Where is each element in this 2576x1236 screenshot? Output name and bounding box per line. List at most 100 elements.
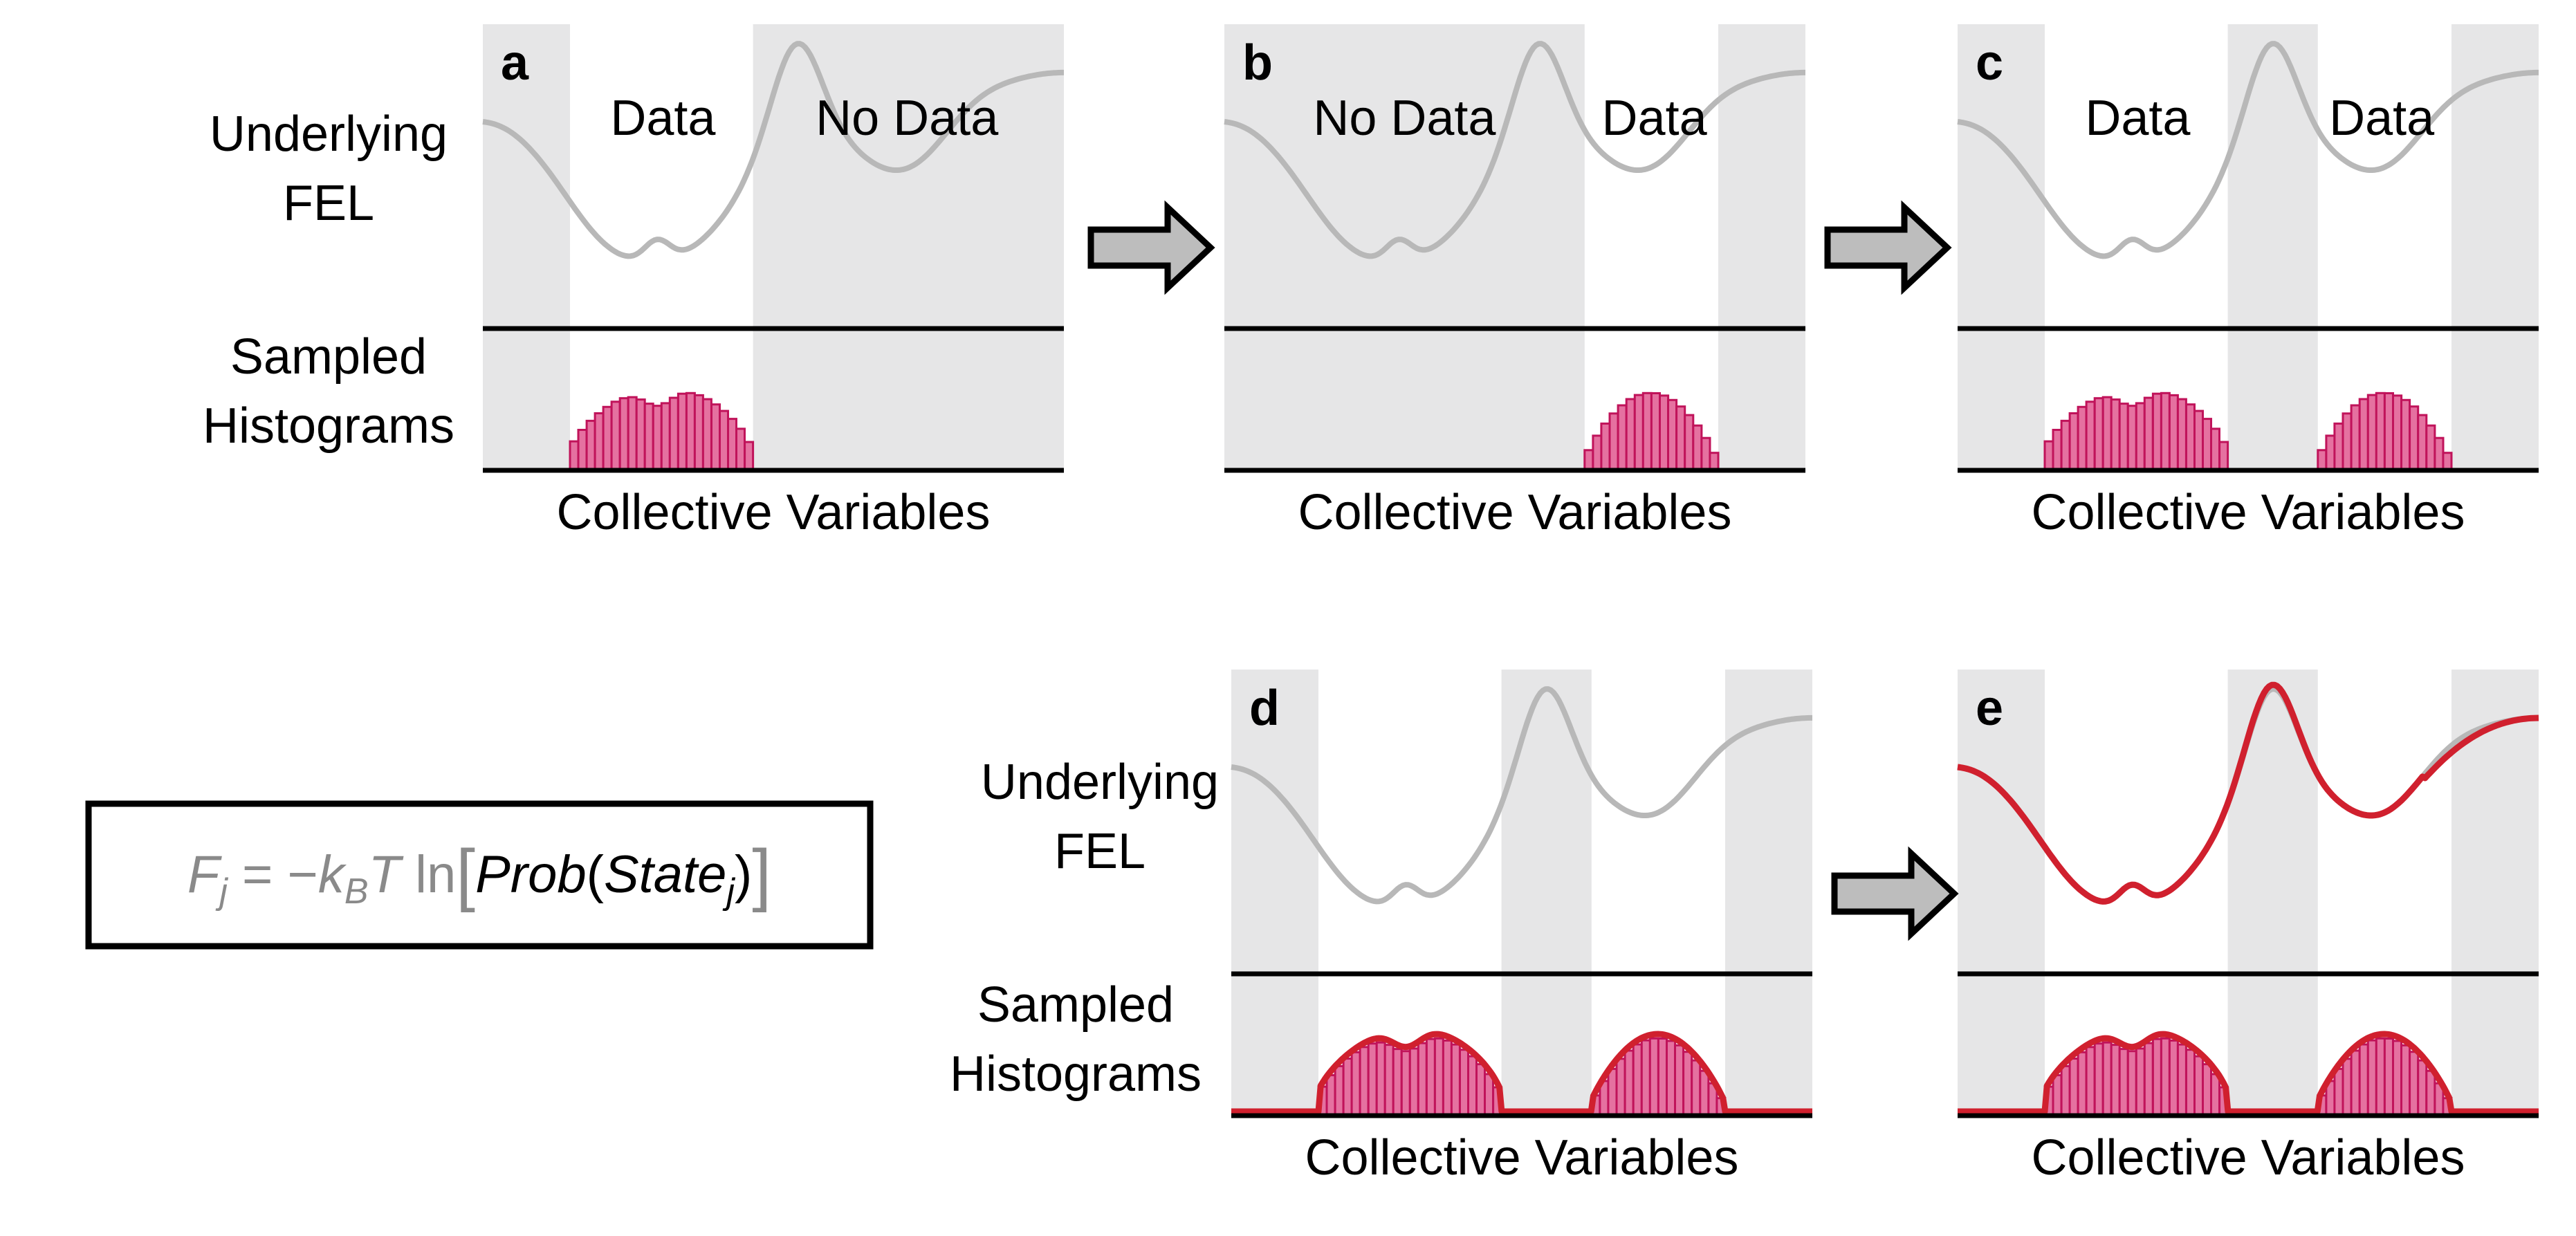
histogram-bar [2400, 398, 2411, 472]
histogram-bar [1475, 1063, 1486, 1117]
histogram-bar [2342, 1058, 2353, 1117]
histogram-bar [1674, 1044, 1685, 1117]
label-sampled-histograms-1: Sampled [230, 329, 427, 385]
x-axis-label: Collective Variables [2032, 485, 2465, 540]
histogram-bar [685, 391, 696, 472]
histogram-bar [2317, 449, 2328, 472]
histogram-bar [1325, 1074, 1336, 1117]
histogram-bar [1648, 1037, 1659, 1117]
histogram-bar [2442, 452, 2453, 472]
equation-text: Fj = −kBT ln[Prob(Statej)] [187, 836, 771, 913]
histogram-bar [2176, 1043, 2187, 1117]
histogram-bar [2375, 1037, 2386, 1117]
no-data-region [1501, 670, 1592, 1116]
histogram-bar [2093, 397, 2104, 472]
no-data-region [1224, 24, 1585, 470]
label-underlying-fel-1: Underlying [210, 107, 448, 162]
region-label: Data [2085, 91, 2191, 146]
histogram-bar [1442, 1039, 1453, 1117]
histogram-bar [1659, 394, 1670, 472]
histogram-bar [2325, 434, 2336, 472]
histogram-bar [735, 427, 746, 472]
histogram-bar [710, 403, 721, 472]
histogram-bar [719, 409, 729, 472]
arrow-a-to-b-icon [1087, 200, 1215, 295]
label-underlying-fel-2: FEL [283, 176, 374, 231]
eq-lparen: ( [587, 845, 604, 904]
histogram-bar [2202, 418, 2212, 472]
eq-rbracket: ] [752, 836, 771, 913]
row-label-bottom: Underlying FEL Sampled Histograms [950, 755, 1219, 1102]
histogram-bar [1583, 449, 1594, 472]
no-data-region [1958, 24, 2045, 470]
label-sampled-histograms-2: Histograms [203, 398, 454, 454]
histogram-bar [2392, 394, 2403, 472]
histogram-bar [2101, 1041, 2113, 1117]
histogram-bar [1633, 394, 1644, 472]
histogram-bar [2193, 409, 2204, 472]
histogram-fit-line [1956, 1031, 2540, 1115]
histogram-bar [1666, 1040, 1677, 1117]
histogram-bar [701, 398, 712, 472]
histogram-bar [2366, 394, 2377, 472]
region-label: No Data [816, 91, 999, 146]
histogram-bar [2110, 1044, 2121, 1117]
histogram-bar [668, 396, 679, 472]
histogram-bar [2358, 398, 2369, 472]
histogram-bar [1709, 452, 1720, 472]
eq-lbracket: [ [456, 836, 475, 913]
histogram-bar [2333, 422, 2344, 472]
eq-prob: Prob [475, 845, 587, 904]
histogram-bar [643, 403, 654, 472]
histogram-bar [1682, 1051, 1693, 1117]
histogram-bar [1608, 412, 1619, 472]
arrow-d-to-e-icon [1831, 846, 1959, 941]
histogram-bar [1459, 1049, 1469, 1117]
histogram-bar [1641, 391, 1653, 472]
histogram-bar [2135, 1047, 2146, 1117]
panel-letter: d [1249, 681, 1280, 736]
histogram-bar [2126, 1050, 2137, 1117]
histogram-bar [1617, 404, 1628, 472]
histogram-bar [1450, 1043, 1461, 1117]
histogram-bar [2135, 402, 2146, 472]
histogram-bar [2185, 1049, 2196, 1117]
histogram-bar [2060, 419, 2071, 472]
histogram-bar [2151, 1037, 2162, 1117]
eq-k: k [318, 845, 347, 904]
panel-letter: b [1242, 35, 1273, 91]
panel-letter: c [1976, 35, 2003, 91]
histogram-bar [2151, 392, 2162, 472]
eq-B: B [344, 871, 369, 912]
panel-letter: a [501, 35, 529, 91]
x-axis-label: Collective Variables [1298, 485, 1732, 540]
histogram-fit-line [1230, 1031, 1814, 1115]
histogram-bar [2375, 391, 2386, 472]
fel-curve [1231, 686, 1813, 905]
histogram-bar [2143, 1042, 2154, 1117]
histogram-bar [677, 392, 688, 472]
eq-ln: ln [401, 845, 456, 904]
histogram-bar [569, 440, 580, 472]
histogram-bar [1383, 1044, 1395, 1117]
histogram-bar [1699, 1069, 1710, 1117]
eq-F: F [187, 845, 222, 904]
histogram-bar [1623, 1049, 1635, 1117]
no-data-region [1958, 670, 2045, 1116]
histogram-bar [2160, 391, 2171, 472]
histogram-bar [2077, 1051, 2088, 1117]
no-data-region [1718, 24, 1805, 470]
histogram-bar [2077, 405, 2088, 472]
histogram-bar [2218, 441, 2229, 472]
histogram-bar [2409, 1051, 2420, 1117]
histogram-bar [2110, 398, 2121, 472]
histogram-bar [693, 394, 704, 472]
histogram-bar [744, 441, 755, 472]
histogram-bar [2168, 1039, 2179, 1117]
histogram-bar [1425, 1037, 1436, 1117]
histogram-bar [1600, 422, 1611, 472]
histogram-bar [2409, 405, 2420, 472]
